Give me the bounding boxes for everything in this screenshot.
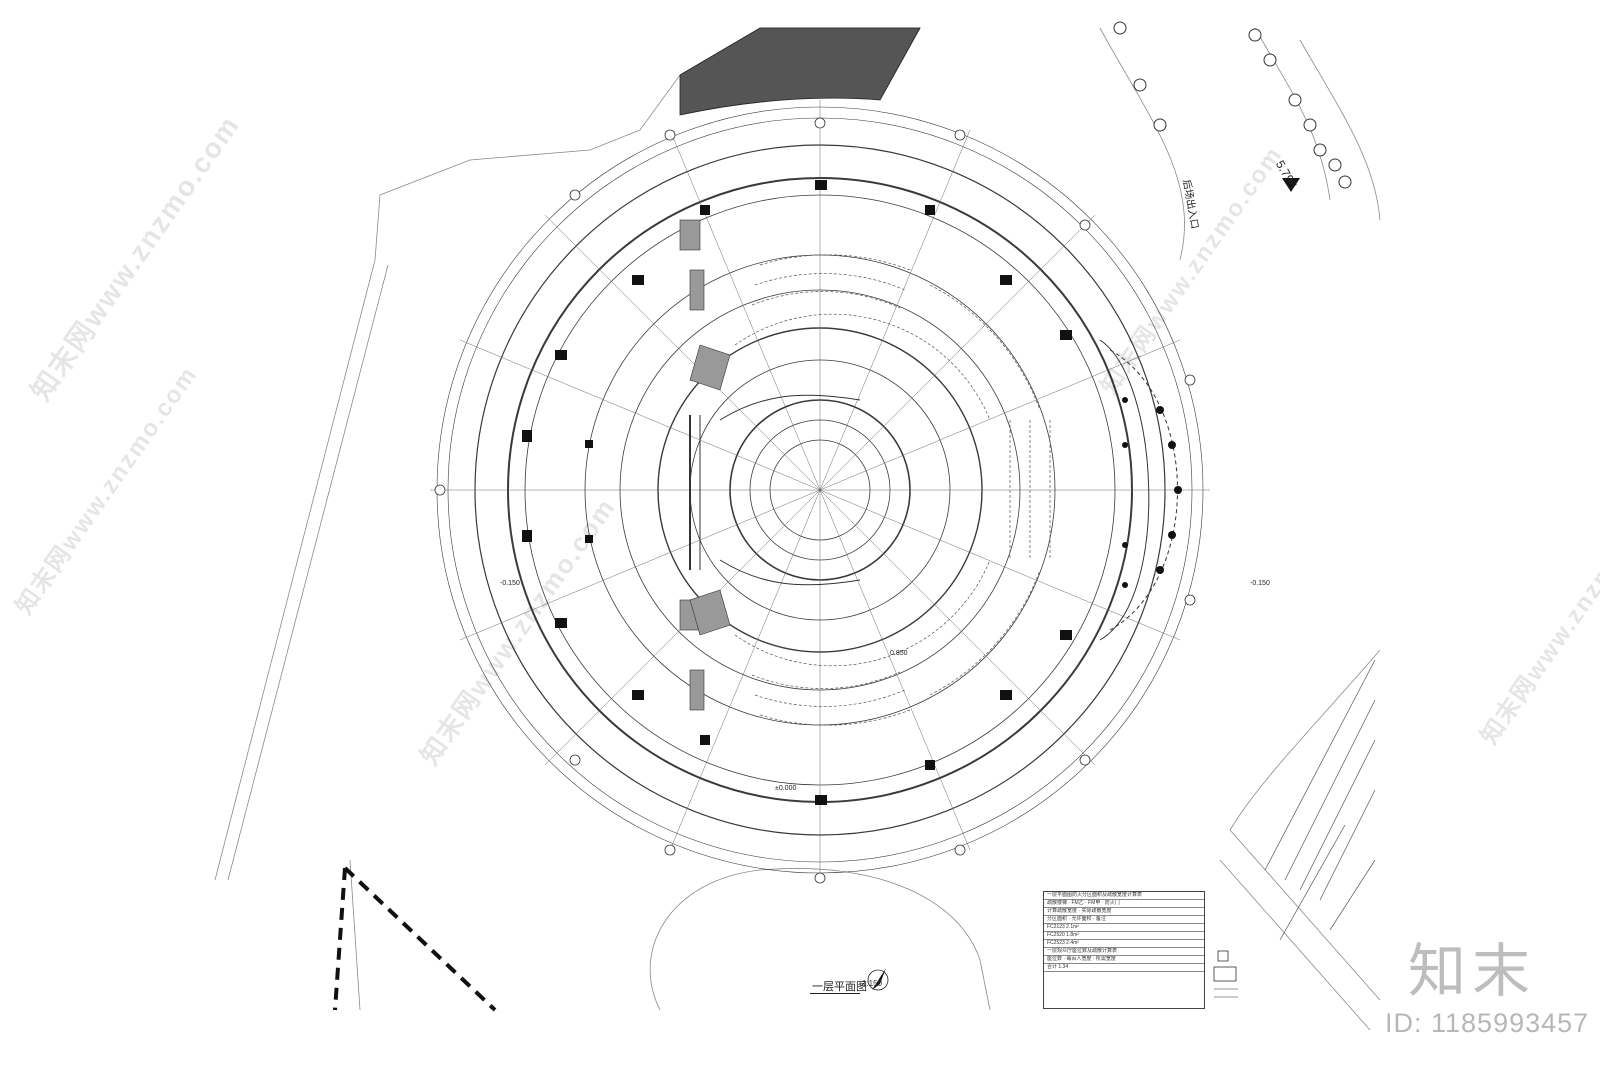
north-arrow-icon	[867, 968, 889, 991]
symbol-legend	[1213, 950, 1238, 998]
level-label: -0.150	[500, 580, 520, 587]
seating-rows	[734, 254, 1051, 726]
parking-lot	[1264, 659, 1376, 941]
trees	[1113, 21, 1352, 189]
drawing-title: 一层平面图	[812, 981, 867, 993]
image-id: ID: 1185993457	[1385, 1008, 1590, 1038]
legend-row: 计算疏散宽度 · 实际疏散宽度	[1044, 908, 1204, 916]
legend-row: 座位数 · 每百人宽度 · 所需宽度	[1044, 956, 1204, 964]
legend-row: 一层平面图防火分区面积及疏散宽度计算表	[1044, 892, 1204, 900]
dashed-boundary	[333, 866, 497, 1012]
legend-row: 合计 1.34	[1044, 964, 1204, 972]
level-label: -0.150	[1250, 580, 1270, 587]
radial-grid	[430, 100, 1210, 880]
lobby-columns	[1122, 397, 1182, 588]
title-underline	[810, 993, 860, 994]
legend-row: FC2523 2.4m²	[1044, 940, 1204, 948]
legend-row: FC2123 2.1m²	[1044, 924, 1204, 932]
legend-row: FC2520 1.8m²	[1044, 932, 1204, 940]
central-stage	[689, 394, 861, 586]
legend-row: 分区面积 · 允许面积 · 备注	[1044, 916, 1204, 924]
legend-row: 疏散楼梯 · FM乙 · FM甲 · 防火门	[1044, 900, 1204, 908]
hatched-area	[679, 27, 921, 116]
grid-bubbles	[434, 117, 1196, 884]
drawing-scale: 1:150	[862, 979, 883, 988]
level-label: 0.850	[890, 650, 908, 657]
legend-row: 一层观众厅座位数及疏散计算表	[1044, 948, 1204, 956]
elevation-triangle	[1282, 178, 1300, 192]
stairs	[679, 219, 731, 711]
legend-table: 一层平面图防火分区面积及疏散宽度计算表 疏散楼梯 · FM乙 · FM甲 · 防…	[1043, 891, 1205, 1009]
brand-logo: 知末	[1408, 937, 1537, 1005]
structural-columns	[522, 180, 1072, 805]
level-label: ±0.000	[775, 785, 797, 792]
